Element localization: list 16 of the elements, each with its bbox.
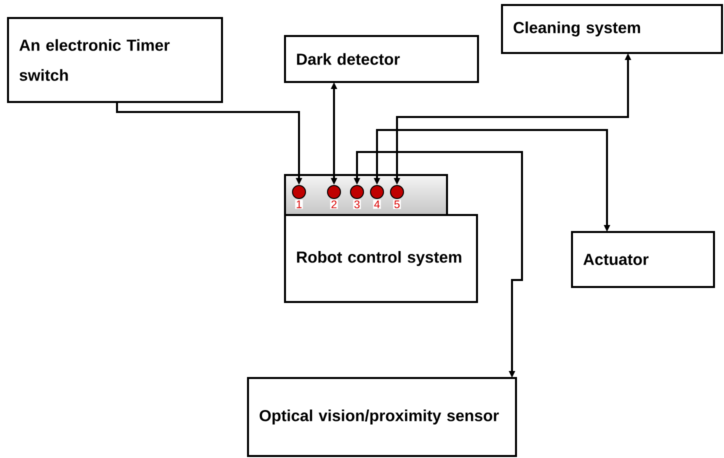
- text-box: An electronic Timer switch: [7, 17, 223, 103]
- text-box: Actuator: [571, 231, 715, 288]
- connector-pin: 5: [390, 185, 404, 209]
- connector-pin: 2: [327, 185, 341, 209]
- connector-pin: 1: [292, 185, 306, 209]
- node-label: 3: [354, 200, 360, 208]
- node-label: 4: [374, 200, 380, 208]
- text-box: Cleaning system: [501, 4, 723, 54]
- text-box: Optical vision/proximity sensor: [247, 377, 517, 457]
- node-label: 5: [394, 200, 400, 208]
- text-box: Dark detector: [284, 35, 479, 83]
- connector-pin: 3: [350, 185, 364, 210]
- node-label: 2: [331, 200, 337, 208]
- text-box: Robot control system: [284, 214, 478, 303]
- node-label: 1: [296, 200, 302, 208]
- connector-pin: 4: [370, 185, 384, 209]
